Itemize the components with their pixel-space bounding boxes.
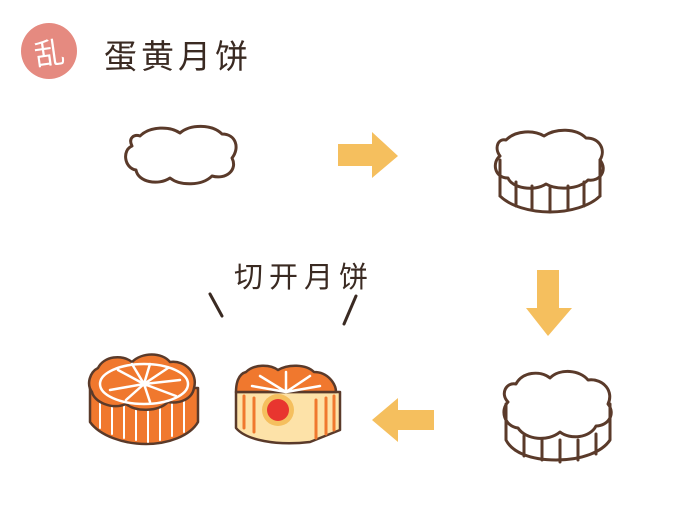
whole-mooncake-icon [87,353,200,446]
cut-mooncake-icon [234,364,342,445]
arrow-down-icon [526,270,572,336]
step2-mooncake-sides-icon [493,128,605,214]
arrow-right-icon [338,132,398,178]
logo-seal-icon [21,23,77,79]
page-title: 蛋黄月饼 [104,37,252,76]
logo-glyph: 乱 [32,35,67,74]
caption-pointer-lines [208,292,358,326]
arrow-left-icon [372,398,434,442]
cut-caption: 切开月饼 [234,260,375,294]
step3-mooncake-flower-icon [502,370,613,464]
step1-mooncake-top-icon [124,124,238,186]
